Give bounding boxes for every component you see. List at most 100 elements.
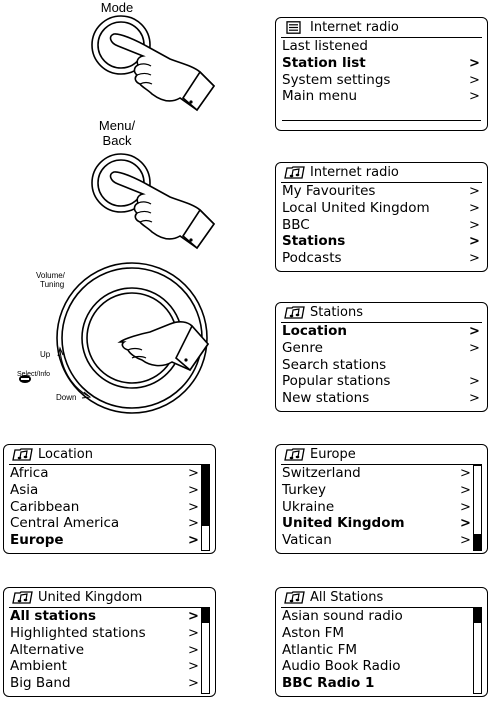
menu-item-label: Caribbean — [10, 498, 80, 515]
menu-item[interactable]: Highlighted stations> — [10, 625, 209, 642]
menu-item-label: All stations — [10, 608, 97, 624]
menu-item[interactable]: Local United Kingdom> — [282, 200, 481, 217]
menu-item[interactable]: Search stations — [282, 357, 481, 374]
menu-item[interactable]: Vatican> — [282, 532, 481, 549]
volume-tuning-label: Volume/Tuning — [36, 271, 65, 289]
scrollbar-thumb[interactable] — [474, 534, 481, 550]
menu-item[interactable]: Big Band > — [10, 675, 209, 692]
chevron-right-icon: > — [469, 374, 480, 390]
menu-item-label: Asia — [10, 481, 39, 498]
menu-item[interactable]: Popular stations> — [282, 373, 481, 390]
title-separator — [281, 182, 482, 183]
menu-item[interactable]: System settings> — [282, 72, 481, 89]
menu-item[interactable]: Turkey> — [282, 482, 481, 499]
chevron-right-icon: > — [188, 482, 199, 498]
menu-item[interactable]: Genre> — [282, 340, 481, 357]
chevron-right-icon: > — [188, 533, 199, 549]
screen-title: United Kingdom — [38, 590, 143, 605]
title-separator — [281, 607, 482, 608]
chevron-right-icon: > — [460, 533, 471, 549]
menu-item-selected[interactable]: Station list> — [282, 55, 481, 72]
music-folder-icon — [284, 448, 305, 461]
chevron-right-icon: > — [469, 391, 480, 407]
menu-item[interactable]: Ukraine> — [282, 499, 481, 516]
scrollbar[interactable] — [201, 465, 210, 551]
menu-item-label: Europe — [10, 532, 64, 549]
menu-item[interactable]: Last listened — [282, 38, 481, 55]
menu-back-label-line1: Menu/ — [98, 118, 136, 133]
menu-item-label: Audio Book Radio — [282, 658, 401, 675]
scrollbar[interactable] — [473, 608, 482, 694]
menu-item[interactable]: Caribbean > — [10, 499, 209, 516]
menu-item-selected[interactable]: All stations> — [10, 608, 209, 625]
menu-item[interactable]: New stations> — [282, 390, 481, 407]
music-folder-icon — [12, 448, 33, 461]
menu-item-label: Africa — [10, 465, 49, 481]
menu-back-button-illustration — [91, 153, 216, 250]
screen-title-bar: Stations — [284, 304, 479, 321]
menu-item[interactable]: Asian sound radio — [282, 608, 481, 625]
chevron-right-icon: > — [469, 184, 480, 199]
menu-item-label: Switzerland — [282, 465, 361, 481]
menu-item[interactable]: Switzerland> — [282, 465, 481, 482]
music-folder-icon — [284, 166, 305, 179]
menu-item[interactable]: Ambient> — [10, 658, 209, 675]
scrollbar-thumb[interactable] — [202, 466, 209, 527]
chevron-right-icon: > — [469, 217, 480, 233]
screen-title-bar: Internet radio — [284, 164, 479, 181]
menu-item-selected[interactable]: BBC Radio 1 — [282, 675, 481, 692]
menu-item[interactable]: My Favourites> — [282, 183, 481, 200]
menu-item-label: Search stations — [282, 356, 387, 373]
menu-item[interactable]: BBC > — [282, 217, 481, 234]
screen-title: Internet radio — [310, 165, 399, 180]
screen-title-bar: Internet radio — [284, 19, 479, 36]
menu-item-selected[interactable]: Location> — [282, 323, 481, 340]
chevron-right-icon: > — [469, 72, 480, 88]
chevron-right-icon: > — [188, 676, 199, 692]
screen-title-bar: Location — [12, 446, 207, 463]
menu-item-selected[interactable]: Europe > — [10, 532, 209, 549]
chevron-right-icon: > — [469, 89, 480, 105]
menu-item[interactable]: Audio Book Radio — [282, 658, 481, 675]
chevron-right-icon: > — [188, 499, 199, 515]
menu-item-selected[interactable]: United Kingdom> — [282, 515, 481, 532]
menu-item-label: Stations — [282, 233, 346, 250]
menu-item[interactable]: Africa > — [10, 465, 209, 482]
menu-item[interactable]: Main menu > — [282, 88, 481, 105]
menu-item[interactable]: Central America> — [10, 515, 209, 532]
scrollbar-thumb[interactable] — [474, 609, 481, 623]
menu-item-label: Central America — [10, 515, 120, 532]
title-separator — [9, 464, 210, 465]
menu-item[interactable]: Podcasts> — [282, 250, 481, 267]
chevron-right-icon: > — [188, 466, 199, 481]
menu-item-selected[interactable]: Stations> — [282, 233, 481, 250]
menu-item-label: Atlantic FM — [282, 641, 358, 658]
menu-back-label-line2: Back — [102, 133, 132, 148]
menu-item[interactable]: Aston FM — [282, 625, 481, 642]
screen-title: Stations — [310, 305, 363, 320]
music-folder-icon — [12, 591, 33, 604]
screen-title-bar: Europe — [284, 446, 479, 463]
menu-item-label: Big Band — [10, 675, 71, 692]
chevron-right-icon: > — [188, 625, 199, 641]
menu-item[interactable]: Atlantic FM — [282, 642, 481, 659]
screen-title: Europe — [310, 447, 356, 462]
up-label: Up — [40, 350, 51, 359]
scrollbar[interactable] — [473, 465, 482, 551]
scrollbar-thumb[interactable] — [202, 609, 209, 623]
progress-line — [282, 120, 481, 121]
menu-item[interactable]: Alternative> — [10, 642, 209, 659]
menu-item-label: Podcasts — [282, 250, 342, 267]
menu-item-label: BBC — [282, 216, 310, 233]
menu-back-button-label: Menu/ Back — [92, 118, 142, 148]
menu-item-label: Asian sound radio — [282, 608, 403, 624]
down-label: Down — [56, 393, 77, 402]
menu-item-label: Main menu — [282, 88, 358, 105]
menu-item[interactable]: Asia > — [10, 482, 209, 499]
scrollbar[interactable] — [201, 608, 210, 694]
screen-title: Location — [38, 447, 93, 462]
